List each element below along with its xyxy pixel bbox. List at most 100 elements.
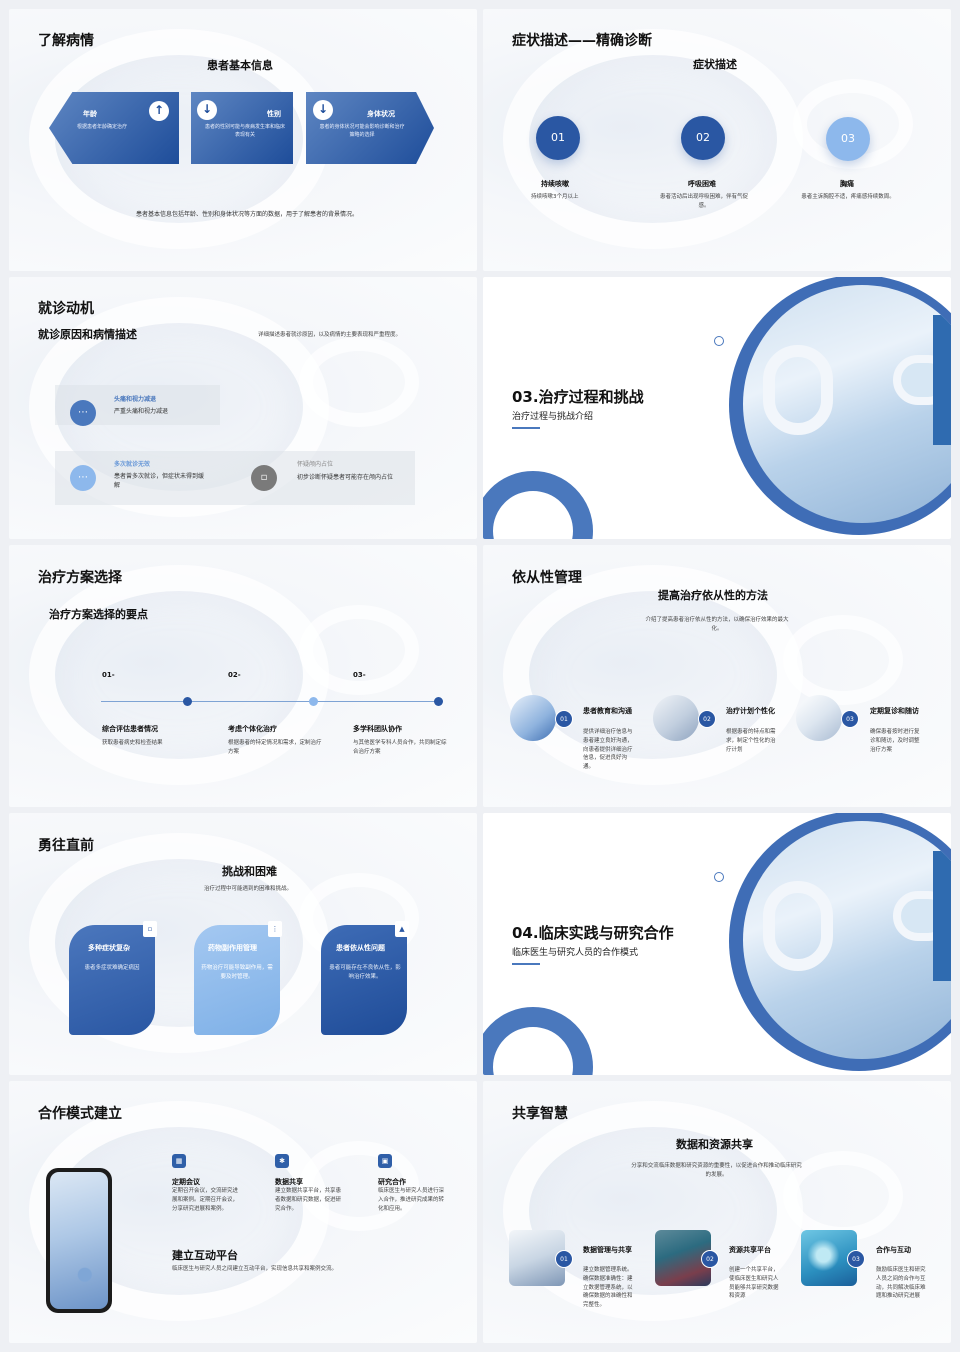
mode-label: 定期会议 <box>172 1178 200 1186</box>
decorative-dot <box>714 336 724 346</box>
background-decoration <box>299 605 419 695</box>
chat-icon: ⋯ <box>70 400 96 426</box>
slide-6[interactable]: 依从性管理 提高治疗依从性的方法 介绍了提高患者治疗依从性的方法，以确保治疗效果… <box>483 545 951 807</box>
slide-5[interactable]: 治疗方案选择 治疗方案选择的要点 01- 02- 03- 综合评估患者情况 获取… <box>9 545 477 807</box>
step-badge: 02 <box>698 710 716 728</box>
timeline-line <box>101 701 442 702</box>
reason-label: 头痛和视力减退 <box>114 396 157 403</box>
arrow-down-icon: ↓ <box>313 100 333 120</box>
lab-image <box>743 285 951 523</box>
slide-3[interactable]: 就诊动机 就诊原因和病情描述 详细描述患者就诊原因，以及病情的主要表现和严重程度… <box>9 277 477 539</box>
challenge-card <box>321 925 407 1035</box>
symptom-text: 持续咳嗽3个月以上 <box>531 194 579 200</box>
section-underline <box>512 963 540 965</box>
step-badge: 01 <box>555 710 573 728</box>
info-card-age: ↑ 年龄 根据患者年龄确定治疗 <box>49 92 179 164</box>
decorative-ring <box>483 1007 593 1075</box>
challenge-card <box>69 925 155 1035</box>
lab-image <box>743 821 951 1059</box>
symptom-label: 胸痛 <box>840 180 854 188</box>
slide-subtitle: 就诊原因和病情描述 <box>38 328 137 341</box>
step-badge: 02 <box>701 1250 719 1268</box>
symptom-label: 持续咳嗽 <box>541 180 569 188</box>
reason-text: 患者曾多次就诊，但症状未得到缓解 <box>114 473 205 489</box>
method-text: 根据患者的特点和需求，制定个性化的治疗计划 <box>726 729 776 753</box>
slide-subtitle: 治疗方案选择的要点 <box>49 608 148 621</box>
symptom-label: 呼吸困难 <box>688 180 716 188</box>
background-decoration <box>783 615 903 705</box>
document-icon: ▫ <box>251 465 277 491</box>
lab-photo <box>653 695 699 741</box>
section-title: 03.治疗过程和挑战 <box>512 388 644 406</box>
info-card-text: 患者的性别可能与疾病发生率和临床表现有关 <box>204 124 285 138</box>
symptom-text: 患者主诉胸腔不适，疼痛感持续数周。 <box>801 194 895 200</box>
slide-8[interactable]: 04.临床实践与研究合作 临床医生与研究人员的合作模式 <box>483 813 951 1075</box>
mode-label: 数据共享 <box>275 1178 303 1186</box>
slide-4[interactable]: 03.治疗过程和挑战 治疗过程与挑战介绍 <box>483 277 951 539</box>
slide-7[interactable]: 勇往直前 挑战和困难 治疗过程中可能遇到的困难和挑战。 ▫ 多种症状复杂 患者多… <box>9 813 477 1075</box>
background-decoration <box>299 337 419 427</box>
reason-label: 怀疑颅内占位 <box>297 461 334 468</box>
slide-subtitle: 挑战和困难 <box>222 865 277 878</box>
chat-icon: ⋯ <box>70 465 96 491</box>
decorative-dot <box>714 872 724 882</box>
timeline-dot <box>434 697 443 706</box>
section-subtitle: 临床医生与研究人员的合作模式 <box>512 948 639 958</box>
slide-title: 了解病情 <box>38 33 94 49</box>
reason-text: 严重头痛和视力减退 <box>114 408 169 415</box>
slide-title: 勇往直前 <box>38 838 94 854</box>
mode-text: 临床医生与研究人员进行深入合作，推进研究成果的转化和应用。 <box>378 1188 445 1212</box>
platform-title: 建立互动平台 <box>172 1249 238 1262</box>
slide-9[interactable]: 合作模式建立 ▦ 定期会议 定期召开会议，交流研究进展和案例。定期召开会议，分享… <box>9 1081 477 1343</box>
step-text: 获取患者病史和检查结果 <box>102 740 163 746</box>
step-badge: 03 <box>841 710 859 728</box>
slide-subtitle: 提高治疗依从性的方法 <box>658 589 768 602</box>
share-text: 建立数据管理系统。确保数据准确性：建立数据管理系统，以确保数据的准确性和完整性。 <box>583 1267 633 1309</box>
step-label: 考虑个体化治疗 <box>228 725 277 733</box>
timeline-dot <box>183 697 192 706</box>
timeline-dot <box>309 697 318 706</box>
arrow-down-icon: ↓ <box>197 100 217 120</box>
slide-2[interactable]: 症状描述——精确诊断 症状描述 01 02 03 持续咳嗽 持续咳嗽3个月以上 … <box>483 9 951 271</box>
slide-footer: 患者基本信息包括年龄、性别和身体状况等方面的数据，用于了解患者的背景情况。 <box>136 211 359 218</box>
info-card-text: 患者的身体状况可能会影响诊断和治疗策略的选择 <box>319 124 405 138</box>
challenge-text: 药物治疗可能导致副作用，需要及时管理。 <box>201 965 273 980</box>
section-underline <box>512 427 540 429</box>
step-number: 03- <box>353 671 366 679</box>
slide-title: 合作模式建立 <box>38 1106 122 1122</box>
slide-subtitle: 患者基本信息 <box>207 59 273 72</box>
slide-1[interactable]: 了解病情 患者基本信息 ↑ 年龄 根据患者年龄确定治疗 ↓ 性别 患者的性别可能… <box>9 9 477 271</box>
slide-subtitle: 症状描述 <box>693 58 737 71</box>
share-text: 鼓励临床医生和研究人员之间的合作与互动，共同解决临床难题和推动研究进展 <box>876 1267 926 1300</box>
challenge-label: 患者依从性问题 <box>336 944 385 952</box>
slide-description: 介绍了提高患者治疗依从性的方法，以确保治疗效果的最大化。 <box>645 617 789 632</box>
step-badge: 01 <box>555 1250 573 1268</box>
step-number-circle: 03 <box>826 117 870 161</box>
mode-text: 定期召开会议，交流研究进展和案例。定期召开会议，分享研究进展和案例。 <box>172 1188 239 1212</box>
step-text: 根据患者的特定情况和需求，定制治疗方案 <box>228 740 322 755</box>
method-label: 患者教育和沟通 <box>583 707 632 715</box>
step-number-circle: 02 <box>681 116 725 160</box>
step-text: 与其他医学专科人员合作，共同制定综合治疗方案 <box>353 740 447 755</box>
section-title: 04.临床实践与研究合作 <box>512 924 674 942</box>
mode-label: 研究合作 <box>378 1178 406 1186</box>
info-card-label: 年龄 <box>83 110 97 118</box>
slide-description: 详细描述患者就诊原因，以及病情的主要表现和严重程度。 <box>258 332 402 338</box>
meeting-icon: ▦ <box>172 1154 186 1168</box>
method-text: 提供详细治疗信息与患者建立良好沟通，向患者提供详细治疗信息，促进良好沟通。 <box>583 729 633 771</box>
mode-text: 建立数据共享平台，共享患者数据和研究数据，促进研究合作。 <box>275 1188 342 1212</box>
slide-title: 共享智慧 <box>512 1106 568 1122</box>
arrow-up-icon: ↑ <box>149 101 169 121</box>
challenge-label: 多种症状复杂 <box>88 944 130 952</box>
slide-title: 依从性管理 <box>512 570 582 586</box>
slide-10[interactable]: 共享智慧 数据和资源共享 分享和交流临床数据和研究资源的重要性，以促进合作和推动… <box>483 1081 951 1343</box>
slide-title: 就诊动机 <box>38 301 94 317</box>
slide-description: 治疗过程中可能遇到的困难和挑战。 <box>204 886 293 892</box>
reason-panel <box>55 451 415 505</box>
step-number: 01- <box>102 671 115 679</box>
challenge-card <box>194 925 280 1035</box>
slide-description: 分享和交流临床数据和研究资源的重要性，以促进合作和推动临床研究的发展。 <box>631 1163 802 1178</box>
platform-text: 临床医生与研究人员之间建立互动平台，实现信息共享和案例交流。 <box>172 1266 338 1272</box>
gear-icon: ✱ <box>275 1154 289 1168</box>
step-number-circle: 01 <box>536 116 580 160</box>
